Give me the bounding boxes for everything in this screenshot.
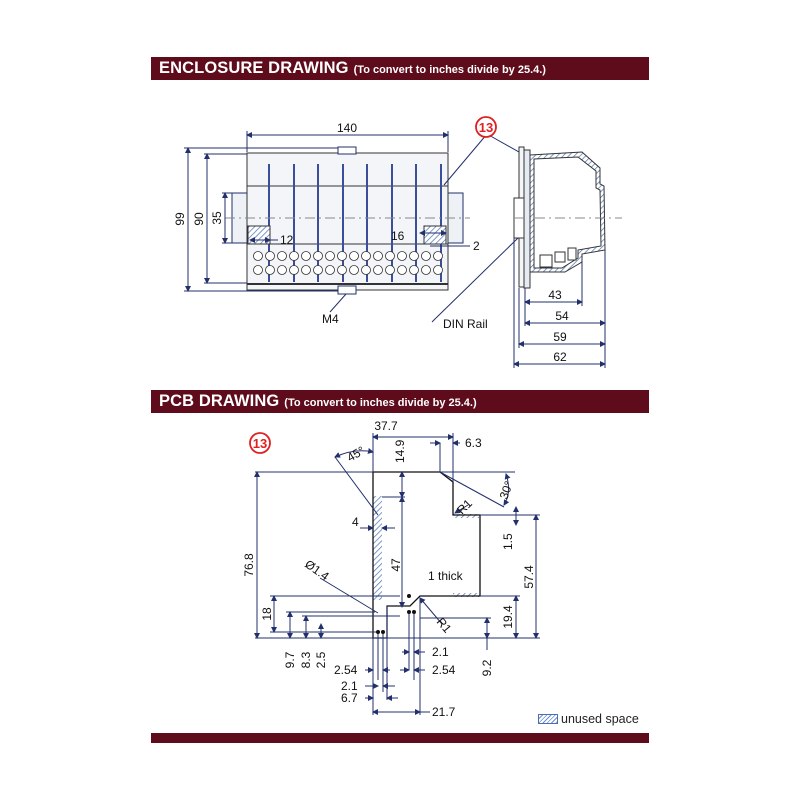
dim-47: 47	[389, 558, 403, 572]
dim-140: 140	[337, 121, 357, 135]
dim-1-5: 1.5	[501, 533, 515, 550]
svg-text:13: 13	[253, 436, 267, 451]
dim-18: 18	[260, 607, 274, 621]
label-m4: M4	[322, 312, 339, 326]
dim-43: 43	[548, 288, 562, 302]
enclosure-subtitle: (To convert to inches divide by 25.4.)	[353, 63, 546, 76]
dim-r1-top: R1	[454, 496, 475, 517]
dim-2-1-left: 2.1	[341, 679, 358, 693]
dim-37-7: 37.7	[374, 419, 398, 433]
footer-bar	[151, 733, 649, 743]
dim-angle-30: 30°	[497, 479, 516, 501]
dim-4: 4	[352, 515, 359, 529]
label-din-rail: DIN Rail	[443, 317, 488, 331]
enclosure-front-view	[184, 131, 566, 323]
dim-76-8: 76.8	[242, 553, 256, 577]
enclosure-drawing-header: ENCLOSURE DRAWING (To convert to inches …	[151, 57, 649, 80]
dim-62: 62	[553, 350, 567, 364]
dim-2: 2	[473, 239, 480, 253]
dim-54: 54	[555, 309, 569, 323]
pcb-dimension-lines	[254, 433, 540, 715]
legend-label: unused space	[561, 712, 639, 726]
pcb-drawing-header: PCB DRAWING (To convert to inches divide…	[151, 390, 649, 413]
dim-57-4: 57.4	[522, 565, 536, 589]
dim-99: 99	[173, 212, 187, 226]
enclosure-side-view	[513, 146, 622, 289]
dim-9-7: 9.7	[283, 651, 297, 668]
dim-12: 12	[280, 233, 294, 247]
screw-terminal-row	[253, 251, 443, 275]
callout-13-pcb: 13	[249, 432, 271, 454]
pcb-title: PCB DRAWING	[159, 392, 280, 410]
hatch-swatch-icon	[538, 714, 558, 724]
dim-2-54-left: 2.54	[334, 663, 358, 677]
pcb-subtitle: (To convert to inches divide by 25.4.)	[284, 396, 477, 409]
dim-8-3: 8.3	[299, 651, 313, 668]
callout-13-enclosure: 13	[475, 116, 497, 138]
svg-text:13: 13	[479, 120, 493, 135]
pcb-holes	[376, 594, 416, 634]
label-1-thick: 1 thick	[428, 569, 464, 583]
dim-59: 59	[553, 330, 567, 344]
dim-21-7: 21.7	[432, 705, 456, 719]
dim-6-7: 6.7	[341, 691, 358, 705]
dim-angle-45: 45°	[345, 443, 368, 464]
dim-2-5: 2.5	[314, 651, 328, 668]
legend-unused-space: unused space	[538, 712, 639, 726]
dim-19-4: 19.4	[501, 605, 515, 629]
dim-hole-dia: Ø1.4	[302, 557, 332, 584]
dim-14-9: 14.9	[393, 439, 407, 463]
dim-2-1-right: 2.1	[432, 645, 449, 659]
dim-6-3: 6.3	[465, 436, 482, 450]
dim-90: 90	[192, 212, 206, 226]
dim-9-2: 9.2	[480, 659, 494, 676]
dim-35: 35	[210, 211, 224, 225]
enclosure-title: ENCLOSURE DRAWING	[159, 59, 349, 77]
dim-2-54-right: 2.54	[432, 663, 456, 677]
dim-16: 16	[391, 229, 405, 243]
